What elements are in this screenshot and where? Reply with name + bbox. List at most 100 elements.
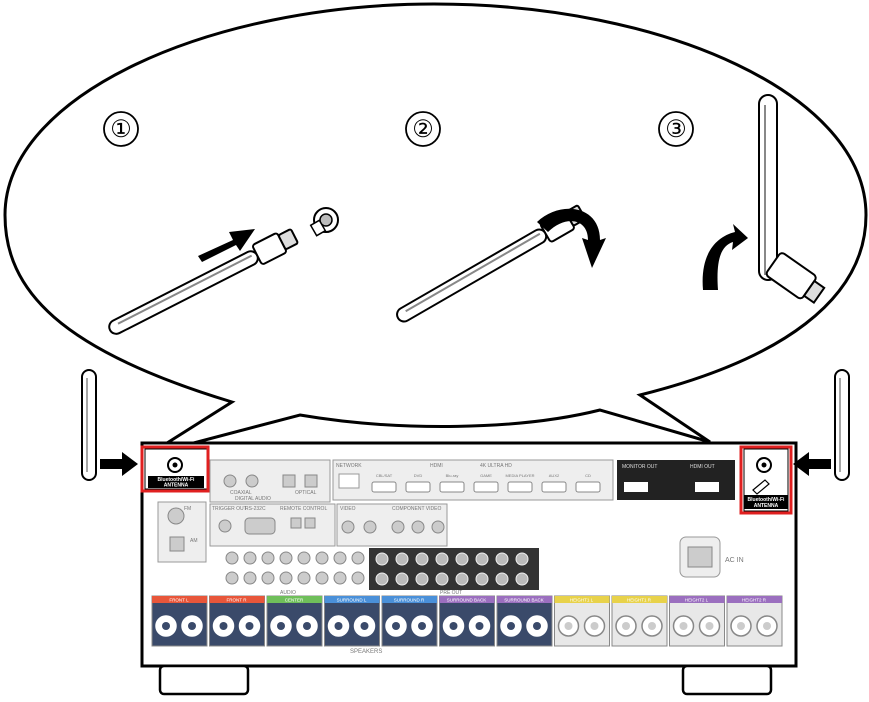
speaker-terminals: FRONT L FRONT R CENTER SURROUND L SURROUND R… xyxy=(151,595,783,647)
pre-out-jack xyxy=(375,552,389,566)
speaker-terminal-label: FRONT R xyxy=(227,598,248,603)
svg-text:VIDEO: VIDEO xyxy=(340,506,356,512)
right-antenna-label-line2: ANTENNA xyxy=(754,503,779,509)
svg-text:DIGITAL AUDIO: DIGITAL AUDIO xyxy=(235,496,271,502)
rca-jack xyxy=(315,551,329,565)
rca-jack xyxy=(333,551,347,565)
binding-post-center xyxy=(449,622,458,630)
binding-post-center xyxy=(507,622,515,630)
left-antenna-icon xyxy=(81,369,97,481)
pre-out-jack xyxy=(415,552,429,566)
binding-post-center xyxy=(418,622,426,630)
speaker-terminal-label: HEIGHT1 L xyxy=(570,598,594,603)
speaker-color-tab xyxy=(152,596,207,603)
pre-out-jack xyxy=(455,572,469,586)
hdmi-port xyxy=(575,481,601,493)
left-insert-arrow-icon xyxy=(100,452,138,476)
svg-text:RS-232C: RS-232C xyxy=(245,506,266,512)
speaker-color-tab xyxy=(382,596,437,603)
binding-post-center xyxy=(245,622,254,630)
left-antenna-label-line2: ANTENNA xyxy=(164,483,189,489)
svg-text:OPTICAL: OPTICAL xyxy=(295,490,317,496)
hdmi-port-label: Blu-ray xyxy=(446,473,459,478)
hdmi-port xyxy=(439,481,465,493)
rca-jack xyxy=(279,571,293,585)
rca-jack xyxy=(297,551,311,565)
rca-jack xyxy=(315,571,329,585)
speaker-terminal-label: SURROUND L xyxy=(337,598,367,603)
pre-out-jack xyxy=(435,572,449,586)
pre-out-jack xyxy=(515,552,529,566)
binding-post-center xyxy=(162,622,170,630)
speaker-color-tab xyxy=(612,596,667,603)
binding-post-center xyxy=(392,622,400,630)
svg-text:REMOTE CONTROL: REMOTE CONTROL xyxy=(280,506,327,512)
speaker-terminal-label: SURROUND R xyxy=(394,598,425,603)
svg-text:AUDIO: AUDIO xyxy=(280,590,296,596)
rca-jack xyxy=(243,571,257,585)
right-antenna-terminal: Bluetooth/Wi-Fi ANTENNA xyxy=(739,445,793,515)
hdmi-port-label: MEDIA PLAYER xyxy=(505,473,534,478)
binding-post-center xyxy=(763,622,771,630)
rca-jack xyxy=(297,571,311,585)
speaker-color-tab xyxy=(267,596,322,603)
callout-bubble xyxy=(3,2,868,457)
pre-out-jack xyxy=(375,572,389,586)
step-1-antenna xyxy=(108,228,299,335)
hdmi-port-label: DVD xyxy=(414,473,423,478)
step-1-label: ① xyxy=(110,116,132,143)
svg-text:MONITOR OUT: MONITOR OUT xyxy=(622,464,657,470)
speaker-color-tab xyxy=(554,596,610,603)
binding-post-center xyxy=(679,622,688,630)
binding-post-center xyxy=(737,622,745,630)
hdmi-port-label: CD xyxy=(585,473,591,478)
rca-jack xyxy=(351,551,365,565)
svg-text:AM: AM xyxy=(190,538,198,544)
pre-out-jack xyxy=(495,572,509,586)
rca-jack xyxy=(225,571,239,585)
pre-out-jack xyxy=(395,552,409,566)
binding-post-center xyxy=(622,622,630,630)
speaker-terminal-label: SURROUND BACK xyxy=(447,598,487,603)
svg-text:COMPONENT VIDEO: COMPONENT VIDEO xyxy=(392,506,441,512)
pre-out-jack xyxy=(495,552,509,566)
binding-post-center xyxy=(334,622,343,630)
step-3-antenna xyxy=(758,94,826,305)
svg-text:NETWORK: NETWORK xyxy=(336,463,362,469)
pre-out-jacks xyxy=(375,552,529,586)
svg-text:COAXIAL: COAXIAL xyxy=(230,490,252,496)
speakers-label: SPEAKERS xyxy=(350,649,382,655)
svg-text:FM: FM xyxy=(184,506,191,512)
binding-post-center xyxy=(533,622,541,630)
step-1-connector-icon xyxy=(309,207,339,237)
step-numbers: ① ② ③ xyxy=(103,111,694,147)
speaker-color-tab xyxy=(669,596,725,603)
svg-text:HDMI: HDMI xyxy=(430,463,443,469)
speaker-color-tab xyxy=(439,596,495,603)
pre-out-jack xyxy=(475,552,489,566)
speaker-color-tab xyxy=(209,596,265,603)
speaker-terminal-label: FRONT L xyxy=(169,598,189,603)
rca-jack xyxy=(333,571,347,585)
binding-post-center xyxy=(475,622,484,630)
speaker-terminal-label: HEIGHT1 R xyxy=(627,598,652,603)
hdmi-port-label: CBL/SAT xyxy=(376,473,393,478)
binding-post-center xyxy=(277,622,285,630)
curve-arrow-icon xyxy=(702,224,748,290)
rca-jack xyxy=(261,551,275,565)
hdmi-port xyxy=(541,481,567,493)
hdmi-port xyxy=(473,481,499,493)
pre-out-jack xyxy=(435,552,449,566)
rca-jack xyxy=(279,551,293,565)
speaker-terminal-label: HEIGHT2 R xyxy=(742,598,767,603)
speaker-terminal-label: HEIGHT2 L xyxy=(685,598,709,603)
step-2-label: ② xyxy=(412,116,434,143)
svg-text:AC IN: AC IN xyxy=(725,557,744,564)
binding-post-center xyxy=(705,622,714,630)
rca-jack xyxy=(243,551,257,565)
speaker-terminal-label: CENTER xyxy=(285,598,304,603)
